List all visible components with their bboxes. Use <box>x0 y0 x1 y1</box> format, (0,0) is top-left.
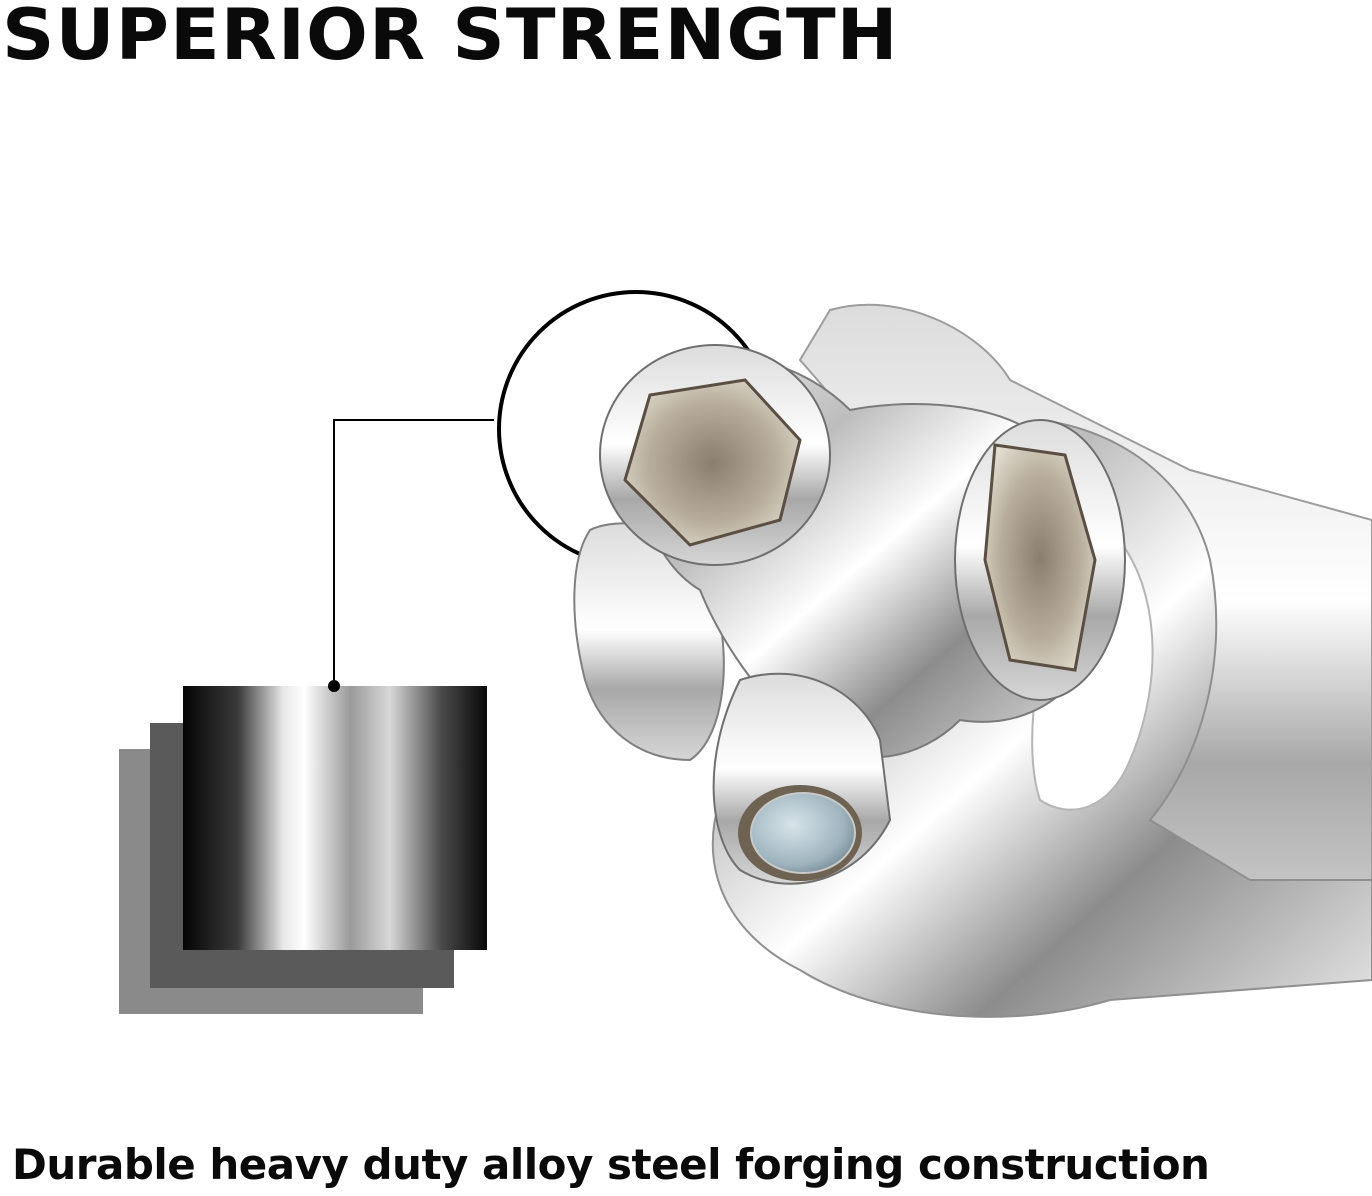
swatch-front-layer <box>183 686 487 950</box>
wrench-socket-icon <box>573 303 1372 1018</box>
callout-line <box>333 419 494 686</box>
magnet-icon <box>750 792 856 874</box>
callout-dot <box>328 680 340 692</box>
headline: SUPERIOR STRENGTH <box>2 0 899 76</box>
feature-caption: Durable heavy duty alloy steel forging c… <box>12 1140 1210 1189</box>
metal-texture-swatch-icon <box>119 686 487 1014</box>
